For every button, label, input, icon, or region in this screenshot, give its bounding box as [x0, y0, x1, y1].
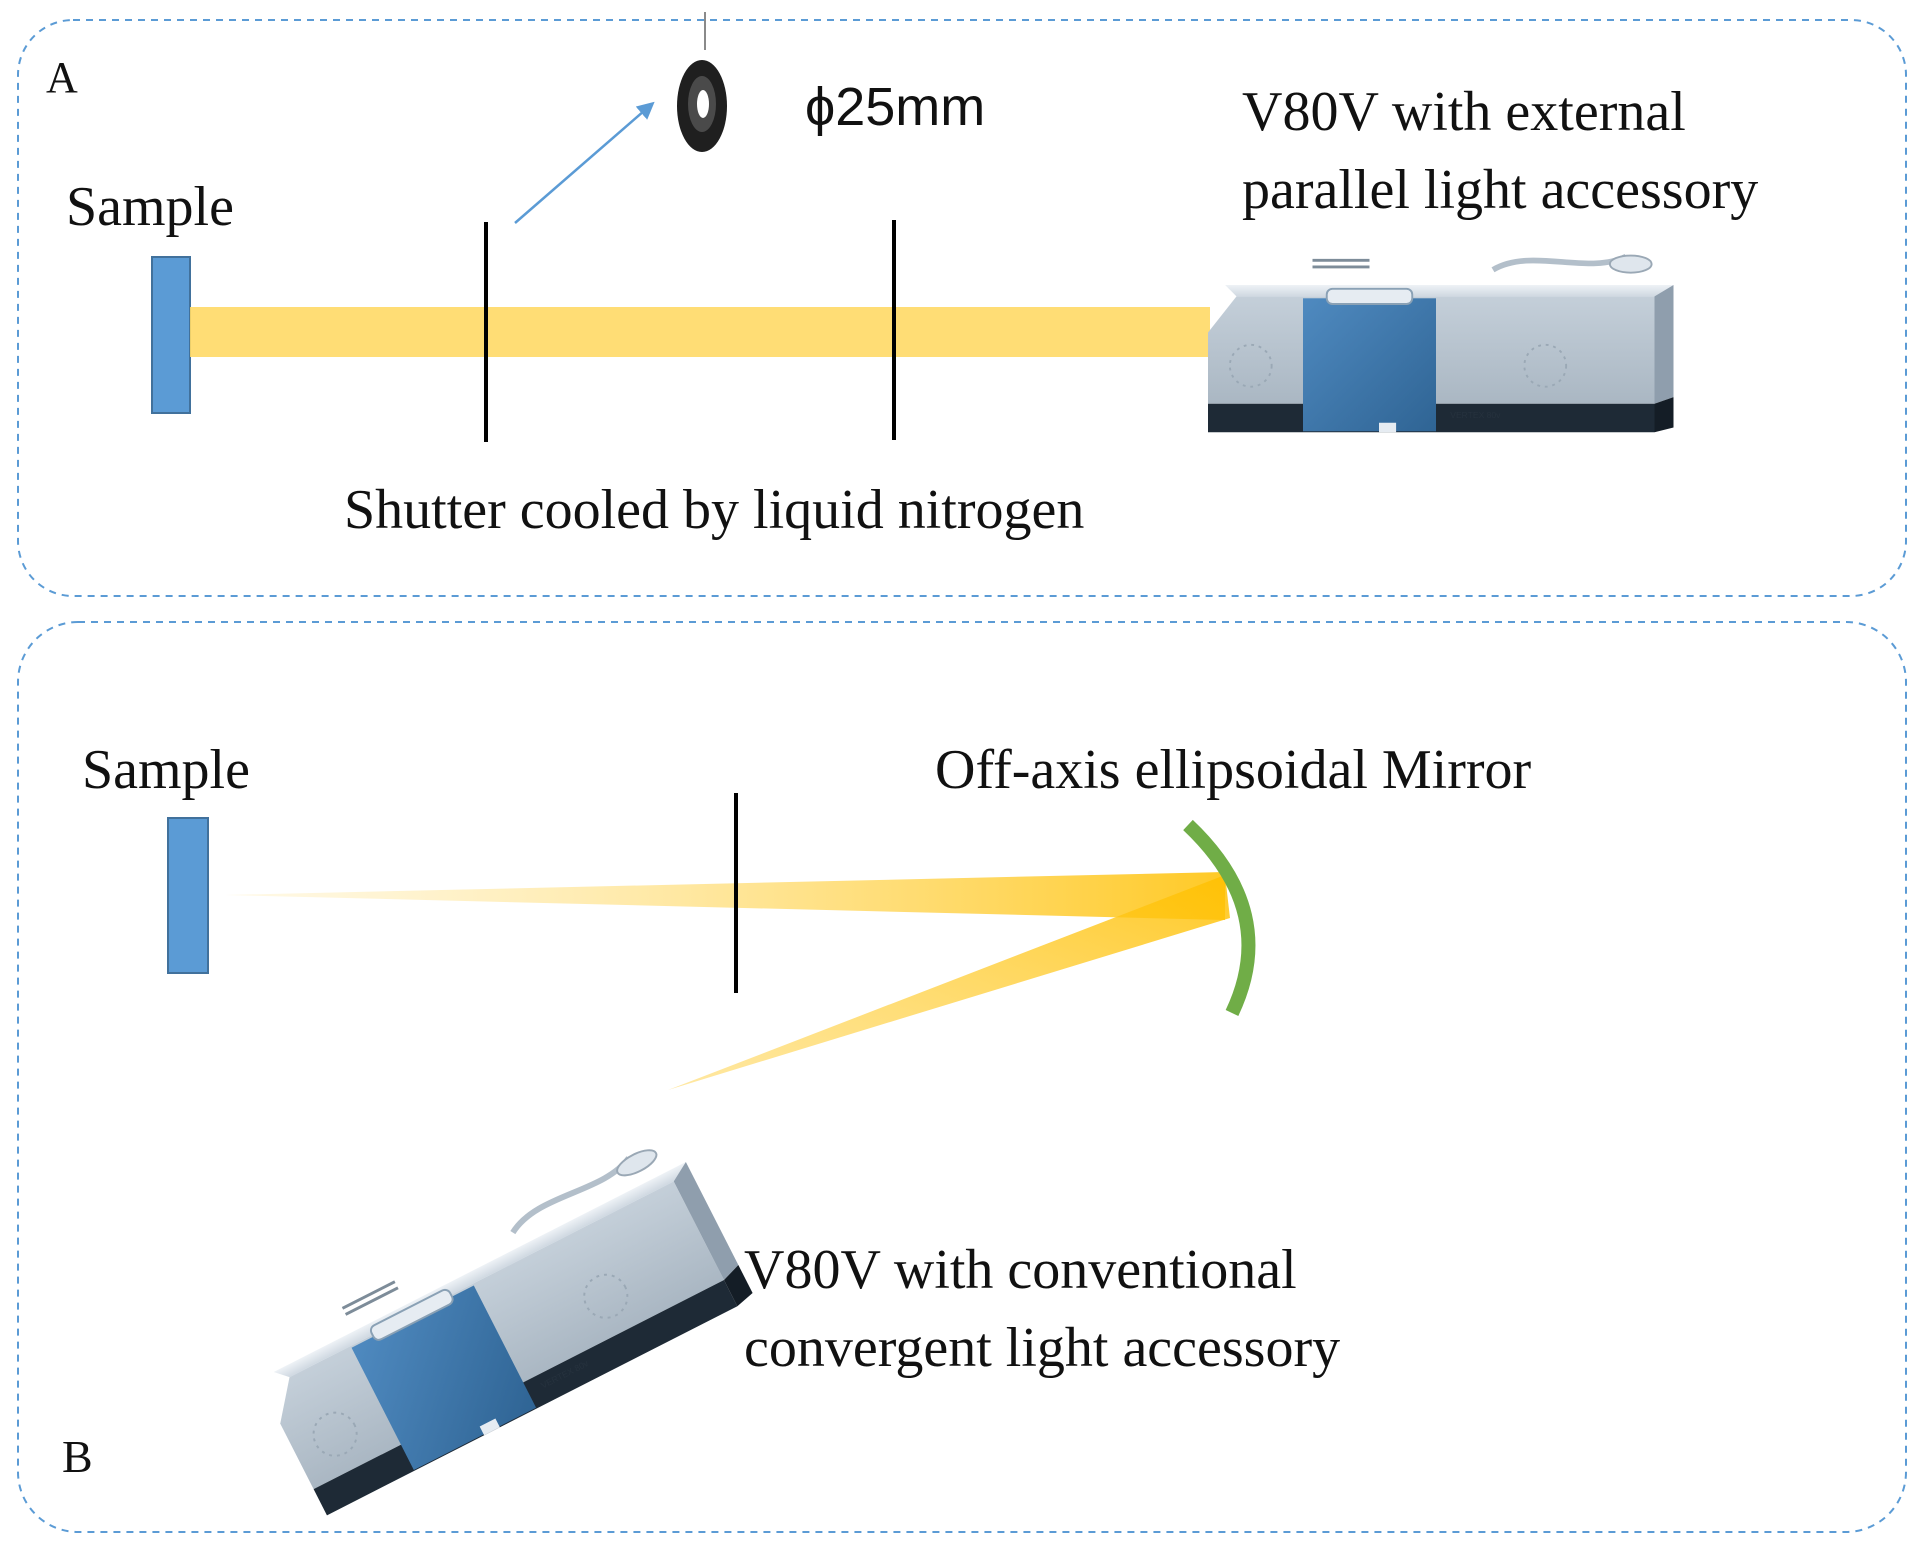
spectrometer-icon — [244, 1135, 755, 1515]
panel-a-label: A — [46, 53, 78, 102]
panel-b-sample — [167, 817, 209, 974]
panel-b-incident-beam — [225, 872, 1225, 920]
panel-a-shutter-label: Shutter cooled by liquid nitrogen — [344, 479, 1084, 541]
panel-a-border — [17, 19, 1907, 597]
panel-a-sample — [151, 256, 191, 414]
panel-a: A Sample ϕ25mm V80V with external parall… — [17, 12, 1907, 597]
panel-a-parallel-beam — [190, 307, 1210, 357]
mirror-icon — [1183, 819, 1256, 1017]
panel-b-mirror-label: Off-axis ellipsoidal Mirror — [935, 739, 1532, 801]
panel-b-border — [17, 621, 1907, 1533]
panel-b: B Sample Off-axis ellipsoidal Mirror V80… — [17, 621, 1907, 1533]
spectrometer-icon — [1208, 256, 1674, 433]
aperture-ring-icon — [677, 12, 727, 152]
panel-b-sample-label: Sample — [82, 739, 250, 801]
panel-a-instrument-label-line1: V80V with external — [1242, 81, 1686, 143]
panel-a-aperture-arrow — [514, 101, 655, 224]
panel-a-instrument-label-line2: parallel light accessory — [1242, 159, 1758, 221]
panel-b-reflected-beam — [668, 875, 1230, 1090]
panel-b-label: B — [62, 1431, 93, 1482]
panel-a-aperture-label: ϕ25mm — [805, 77, 985, 137]
panel-b-instrument-label-line2: convergent light accessory — [744, 1317, 1340, 1379]
panel-a-sample-label: Sample — [66, 176, 234, 238]
panel-b-instrument-label-line1: V80V with conventional — [744, 1239, 1297, 1301]
